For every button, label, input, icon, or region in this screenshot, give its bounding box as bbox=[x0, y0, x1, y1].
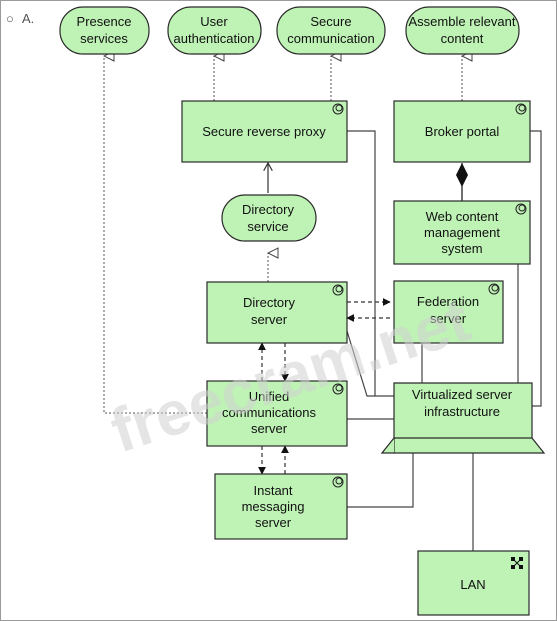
edge-uc-realizes-presence bbox=[104, 56, 207, 414]
secure-reverse-proxy[interactable]: Secure reverse proxy bbox=[181, 100, 348, 163]
unified-communications-server[interactable]: Unified communications server bbox=[206, 380, 348, 447]
directory-service[interactable]: Directory service bbox=[221, 194, 317, 242]
user-authentication-service[interactable]: User authentication bbox=[167, 6, 262, 55]
option-label: A. bbox=[22, 11, 34, 26]
wcms-line1: Web content bbox=[426, 209, 499, 224]
directory-service-line2: service bbox=[247, 219, 288, 234]
component-icon bbox=[515, 203, 527, 215]
uc-server-line3: server bbox=[251, 421, 288, 436]
network-icon bbox=[511, 557, 523, 569]
lan-node[interactable]: LAN bbox=[417, 550, 530, 616]
vsi-line1: Virtualized server bbox=[412, 387, 513, 402]
reverse-proxy-label: Secure reverse proxy bbox=[202, 124, 326, 139]
edge-dirserver-assigned-vsi bbox=[346, 330, 394, 397]
presence-services[interactable]: Presence services bbox=[59, 6, 150, 55]
assemble-line2: content bbox=[441, 31, 484, 46]
edge-broker-assigned-vsi bbox=[530, 130, 542, 407]
secure-comm-line2: communication bbox=[287, 31, 374, 46]
wcms-line3: system bbox=[441, 241, 482, 256]
im-server-line3: server bbox=[255, 515, 292, 530]
vsi-line2: infrastructure bbox=[424, 404, 500, 419]
virtualized-server-infrastructure[interactable]: Virtualized server infrastructure bbox=[380, 382, 546, 454]
relationship-lines bbox=[104, 56, 542, 551]
broker-portal[interactable]: Broker portal bbox=[393, 100, 531, 163]
user-auth-line1: User bbox=[200, 14, 228, 29]
im-server-line2: messaging bbox=[242, 499, 305, 514]
assemble-line1: Assemble relevant bbox=[409, 14, 516, 29]
component-icon bbox=[332, 284, 344, 296]
secure-comm-line1: Secure bbox=[310, 14, 351, 29]
federation-server-line2: server bbox=[430, 311, 467, 326]
federation-server[interactable]: Federation server bbox=[393, 280, 504, 344]
web-content-management-system[interactable]: Web content management system bbox=[393, 200, 531, 265]
presence-services-line1: Presence bbox=[77, 14, 132, 29]
component-icon bbox=[332, 103, 344, 115]
component-icon bbox=[488, 283, 500, 295]
presence-services-line2: services bbox=[80, 31, 128, 46]
directory-server-line1: Directory bbox=[243, 295, 296, 310]
uc-server-line1: Unified bbox=[249, 389, 289, 404]
lan-label: LAN bbox=[460, 577, 485, 592]
option-radio[interactable]: ○ bbox=[6, 11, 14, 26]
directory-server[interactable]: Directory server bbox=[206, 281, 348, 344]
broker-portal-label: Broker portal bbox=[425, 124, 500, 139]
component-icon bbox=[332, 476, 344, 488]
composition-diamond bbox=[456, 163, 468, 187]
edge-proxy-assigned-vsi bbox=[347, 130, 376, 396]
im-server-line1: Instant bbox=[253, 483, 292, 498]
component-icon bbox=[332, 383, 344, 395]
assemble-content-service[interactable]: Assemble relevant content bbox=[405, 6, 520, 55]
directory-service-line1: Directory bbox=[242, 202, 295, 217]
user-auth-line2: authentication bbox=[174, 31, 255, 46]
federation-server-line1: Federation bbox=[417, 294, 479, 309]
directory-server-line2: server bbox=[251, 312, 288, 327]
component-icon bbox=[515, 103, 527, 115]
secure-communication-service[interactable]: Secure communication bbox=[276, 6, 386, 55]
wcms-line2: management bbox=[424, 225, 500, 240]
edge-im-assigned-vsi bbox=[347, 453, 414, 508]
instant-messaging-server[interactable]: Instant messaging server bbox=[214, 473, 348, 540]
uc-server-line2: communications bbox=[222, 405, 316, 420]
